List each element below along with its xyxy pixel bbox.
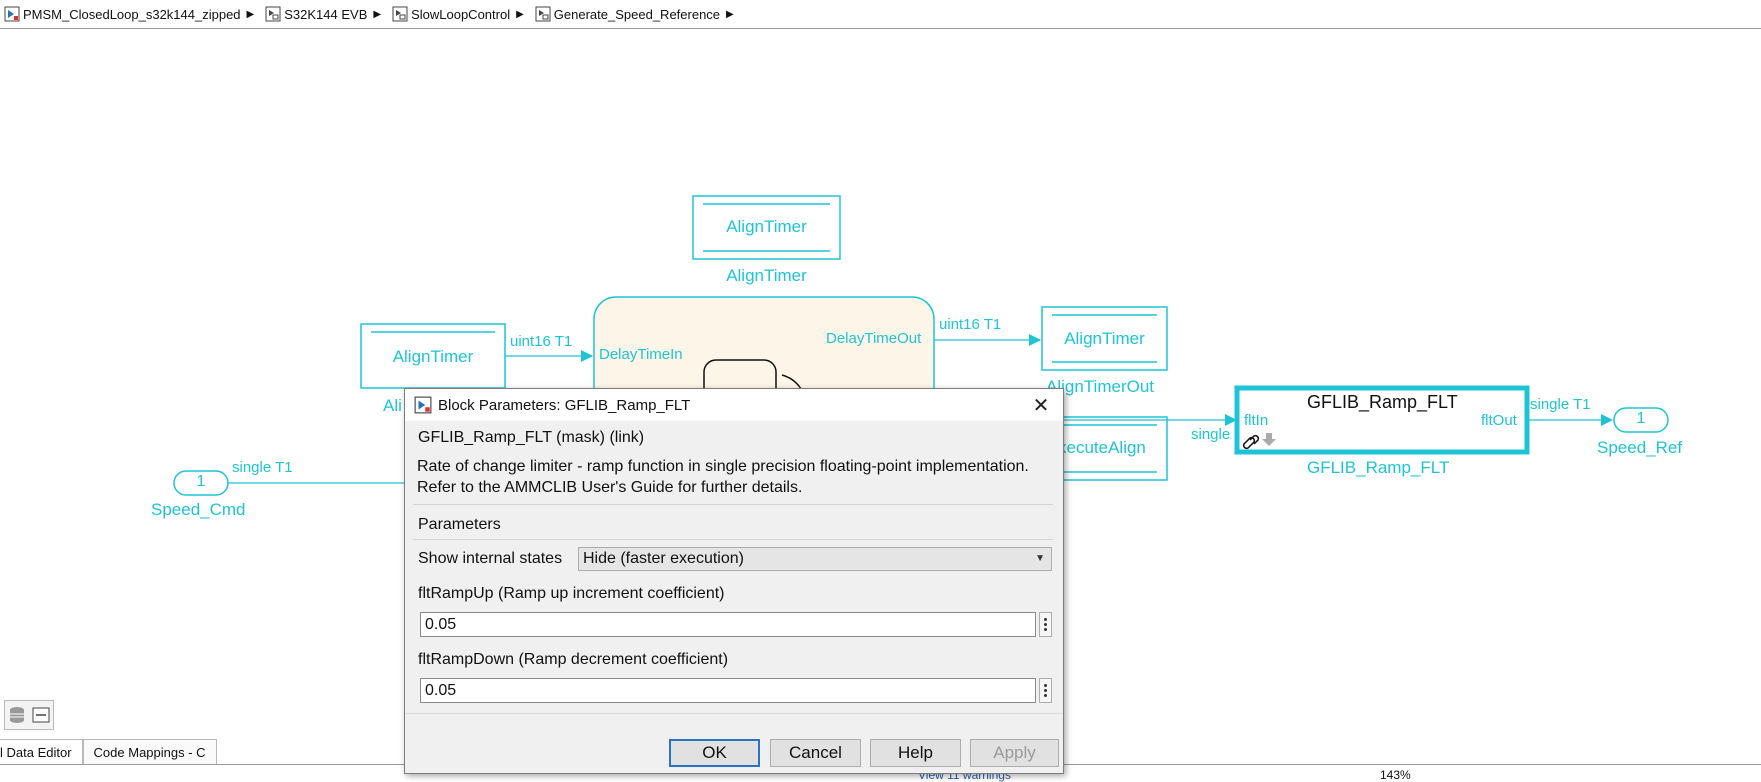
chevron-right-icon: ▶ (516, 8, 524, 20)
down-arrow-icon (1262, 433, 1276, 446)
database-icon[interactable] (8, 706, 26, 724)
execute-align-text: xecuteAlign (1058, 438, 1146, 457)
gflib-ramp-block[interactable] (1234, 385, 1530, 455)
breadcrumb-item-evb[interactable]: S32K144 EVB ▶ (265, 6, 388, 22)
model-icon (414, 396, 432, 414)
ramp-down-value: 0.05 (425, 681, 457, 699)
breadcrumb: PMSM_ClosedLoop_s32k144_zipped ▶ S32K144… (0, 0, 1761, 29)
speed-ref-port-number: 1 (1636, 410, 1646, 427)
ramp-down-label: fltRampDown (Ramp decrement coefficient) (418, 651, 729, 668)
close-icon[interactable]: ✕ (1032, 394, 1050, 417)
breadcrumb-label: Generate_Speed_Reference (553, 6, 721, 22)
align-timer-right-name: AlignTimerOut (1046, 377, 1155, 396)
show-internal-states-select[interactable]: Hide (faster execution) ▼ (578, 547, 1052, 571)
ramp-up-label: fltRampUp (Ramp up increment coefficient… (418, 585, 725, 602)
dialog-title: Block Parameters: GFLIB_Ramp_FLT (438, 396, 691, 414)
show-internal-states-label: Show internal states (418, 550, 563, 567)
ramp-up-value: 0.05 (425, 615, 457, 633)
chevron-down-icon: ▼ (1035, 553, 1045, 564)
divider (413, 539, 1053, 540)
mask-title: GFLIB_Ramp_FLT (mask) (link) (418, 429, 645, 446)
breadcrumb-label: PMSM_ClosedLoop_s32k144_zipped (23, 6, 241, 22)
speed-ref-name: Speed_Ref (1597, 438, 1683, 457)
speed-ref-outport[interactable] (1613, 407, 1669, 433)
mask-description: Rate of change limiter - ramp function i… (417, 458, 1029, 496)
model-canvas[interactable]: AlignTimer AlignTimer AlignTimer Ali Ali… (0, 30, 1761, 730)
align-timer-left-text: AlignTimer (392, 347, 474, 366)
signal-label: single T1 (232, 459, 293, 476)
tab-code-mappings[interactable]: Code Mappings - C (82, 739, 217, 764)
gflib-out-port-label: fltOut (1481, 412, 1517, 429)
dialog-titlebar[interactable]: Block Parameters: GFLIB_Ramp_FLT ✕ (405, 389, 1063, 421)
chevron-right-icon: ▶ (373, 8, 382, 20)
speed-cmd-port-number: 1 (196, 473, 206, 490)
breadcrumb-item-model[interactable]: PMSM_ClosedLoop_s32k144_zipped ▶ (4, 6, 261, 22)
bottom-tabs: l Data Editor Code Mappings - C (0, 739, 217, 765)
breadcrumb-item-speedref[interactable]: Generate_Speed_Reference ▶ (535, 6, 741, 22)
ramp-down-more-button[interactable] (1039, 678, 1052, 703)
signal-label: uint16 T1 (510, 333, 573, 350)
model-icon (4, 6, 20, 22)
chevron-right-icon: ▶ (726, 8, 734, 20)
select-value: Hide (faster execution) (583, 550, 744, 567)
breadcrumb-item-slowloop[interactable]: SlowLoopControl ▶ (392, 6, 531, 22)
divider (413, 504, 1053, 505)
hide-panel-icon[interactable] (32, 706, 50, 724)
divider (405, 713, 1063, 714)
canvas-tools (4, 700, 54, 730)
speed-cmd-name: Speed_Cmd (151, 500, 246, 519)
subsystem-icon (392, 6, 408, 22)
align-timer-left-block[interactable] (360, 323, 506, 389)
ramp-up-input[interactable]: 0.05 (420, 612, 1036, 637)
ramp-up-more-button[interactable] (1039, 612, 1052, 637)
apply-button[interactable]: Apply (970, 739, 1059, 767)
subsystem-icon (535, 6, 551, 22)
breadcrumb-label: S32K144 EVB (284, 6, 368, 22)
align-timer-right-text: AlignTimer (1064, 329, 1145, 348)
speed-cmd-inport[interactable] (173, 470, 229, 496)
ramp-down-input[interactable]: 0.05 (420, 678, 1036, 703)
cancel-button[interactable]: Cancel (770, 739, 861, 767)
chart-in-port-label: DelayTimeIn (599, 346, 683, 363)
diagram-lines (173, 195, 1669, 496)
chart-out-port-label: DelayTimeOut (826, 330, 922, 347)
gflib-block-name: GFLIB_Ramp_FLT (1307, 458, 1450, 477)
subsystem-icon (265, 6, 281, 22)
signal-label: single (1191, 426, 1231, 443)
signal-label: uint16 T1 (939, 316, 1002, 333)
align-timer-top-text: AlignTimer (726, 217, 807, 236)
breadcrumb-label: SlowLoopControl (411, 6, 511, 22)
align-timer-top-block[interactable] (692, 195, 841, 260)
parameters-title: Parameters (418, 516, 501, 533)
gflib-in-port-label: fltIn (1244, 412, 1269, 429)
align-timer-left-name: Ali (383, 396, 402, 415)
align-timer-right-block[interactable] (1041, 306, 1168, 371)
library-link-icon (1242, 434, 1260, 450)
signal-label: single T1 (1530, 396, 1591, 413)
ok-button[interactable]: OK (669, 739, 760, 767)
help-button[interactable]: Help (870, 739, 961, 767)
tab-data-editor[interactable]: l Data Editor (0, 739, 83, 764)
gflib-block-title: GFLIB_Ramp_FLT (1307, 392, 1458, 412)
zoom-level: 143% (1380, 768, 1411, 782)
align-timer-top-name: AlignTimer (726, 266, 807, 285)
chevron-right-icon: ▶ (246, 8, 255, 20)
block-parameters-dialog: Block Parameters: GFLIB_Ramp_FLT ✕ GFLIB… (404, 388, 1064, 774)
